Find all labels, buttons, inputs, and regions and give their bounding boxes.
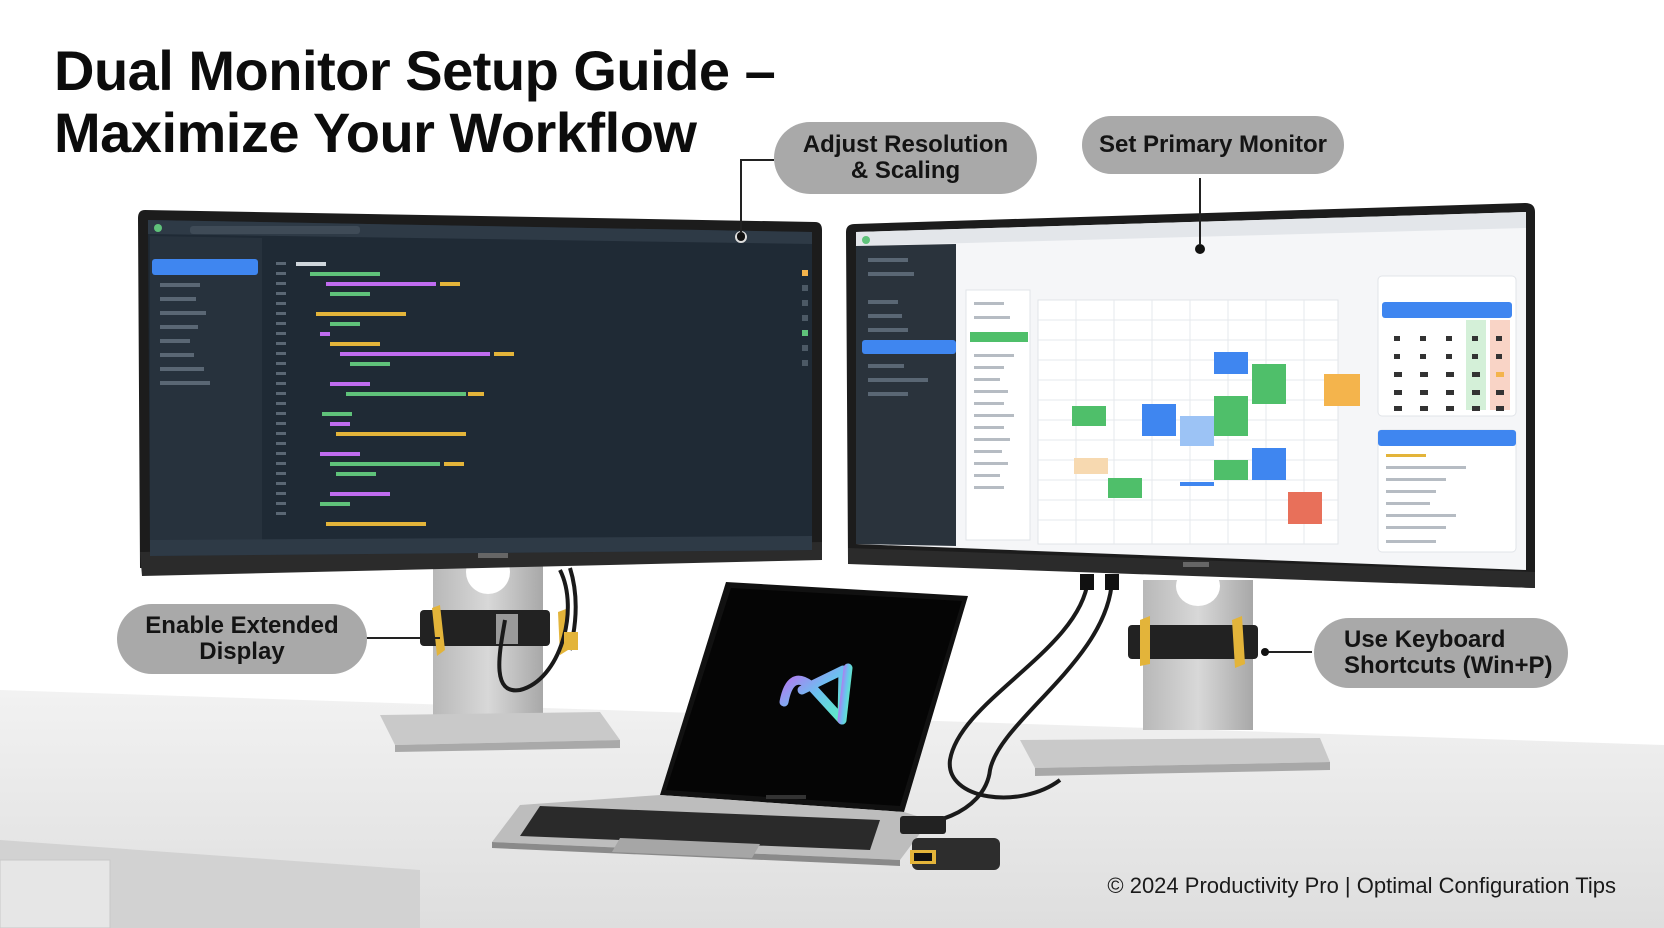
laptop-logo-icon	[779, 663, 853, 725]
laptop-brand	[766, 795, 806, 799]
right-monitor-brand	[1183, 562, 1209, 567]
callout-resolution-line-1: Adjust Resolution	[802, 131, 1009, 158]
right-monitor	[846, 203, 1535, 588]
right-monitor-screen	[856, 212, 1526, 570]
footer-credit: © 2024 Productivity Pro | Optimal Config…	[1107, 873, 1616, 898]
left-monitor-brand	[478, 553, 508, 558]
mini-calendar	[1377, 275, 1517, 417]
callout-keyboard-shortcuts: Use Keyboard Shortcuts (Win+P)	[1314, 618, 1568, 688]
code-editor	[276, 262, 514, 526]
title-line-2: Maximize Your Workflow	[54, 101, 697, 164]
callout-leaders	[364, 159, 1312, 653]
callout-set-primary-monitor: Set Primary Monitor	[1082, 116, 1344, 174]
left-monitor	[138, 210, 822, 576]
laptop	[492, 582, 968, 866]
callout-shortcuts-line-2: Shortcuts (Win+P)	[1344, 652, 1553, 679]
left-monitor-screen	[148, 220, 812, 556]
left-monitor-stand	[380, 550, 620, 752]
callout-shortcuts-line-1: Use Keyboard	[1344, 626, 1506, 653]
title-line-1: Dual Monitor Setup Guide –	[54, 39, 776, 102]
page-title: Dual Monitor Setup Guide – Maximize Your…	[54, 39, 776, 164]
callout-extended-line-2: Display	[199, 638, 285, 665]
hdmi-adapter-icon	[900, 816, 1000, 870]
right-monitor-stand	[903, 566, 1330, 825]
callout-resolution-line-2: & Scaling	[850, 157, 961, 184]
callout-extended-line-1: Enable Extended	[145, 612, 339, 639]
calendar-grid	[1037, 299, 1360, 545]
callout-primary-line-1: Set Primary Monitor	[1098, 131, 1328, 158]
callout-adjust-resolution: Adjust Resolution & Scaling	[774, 122, 1037, 194]
tasks-widget	[1377, 429, 1517, 553]
callout-enable-extended-display: Enable Extended Display	[117, 604, 367, 674]
